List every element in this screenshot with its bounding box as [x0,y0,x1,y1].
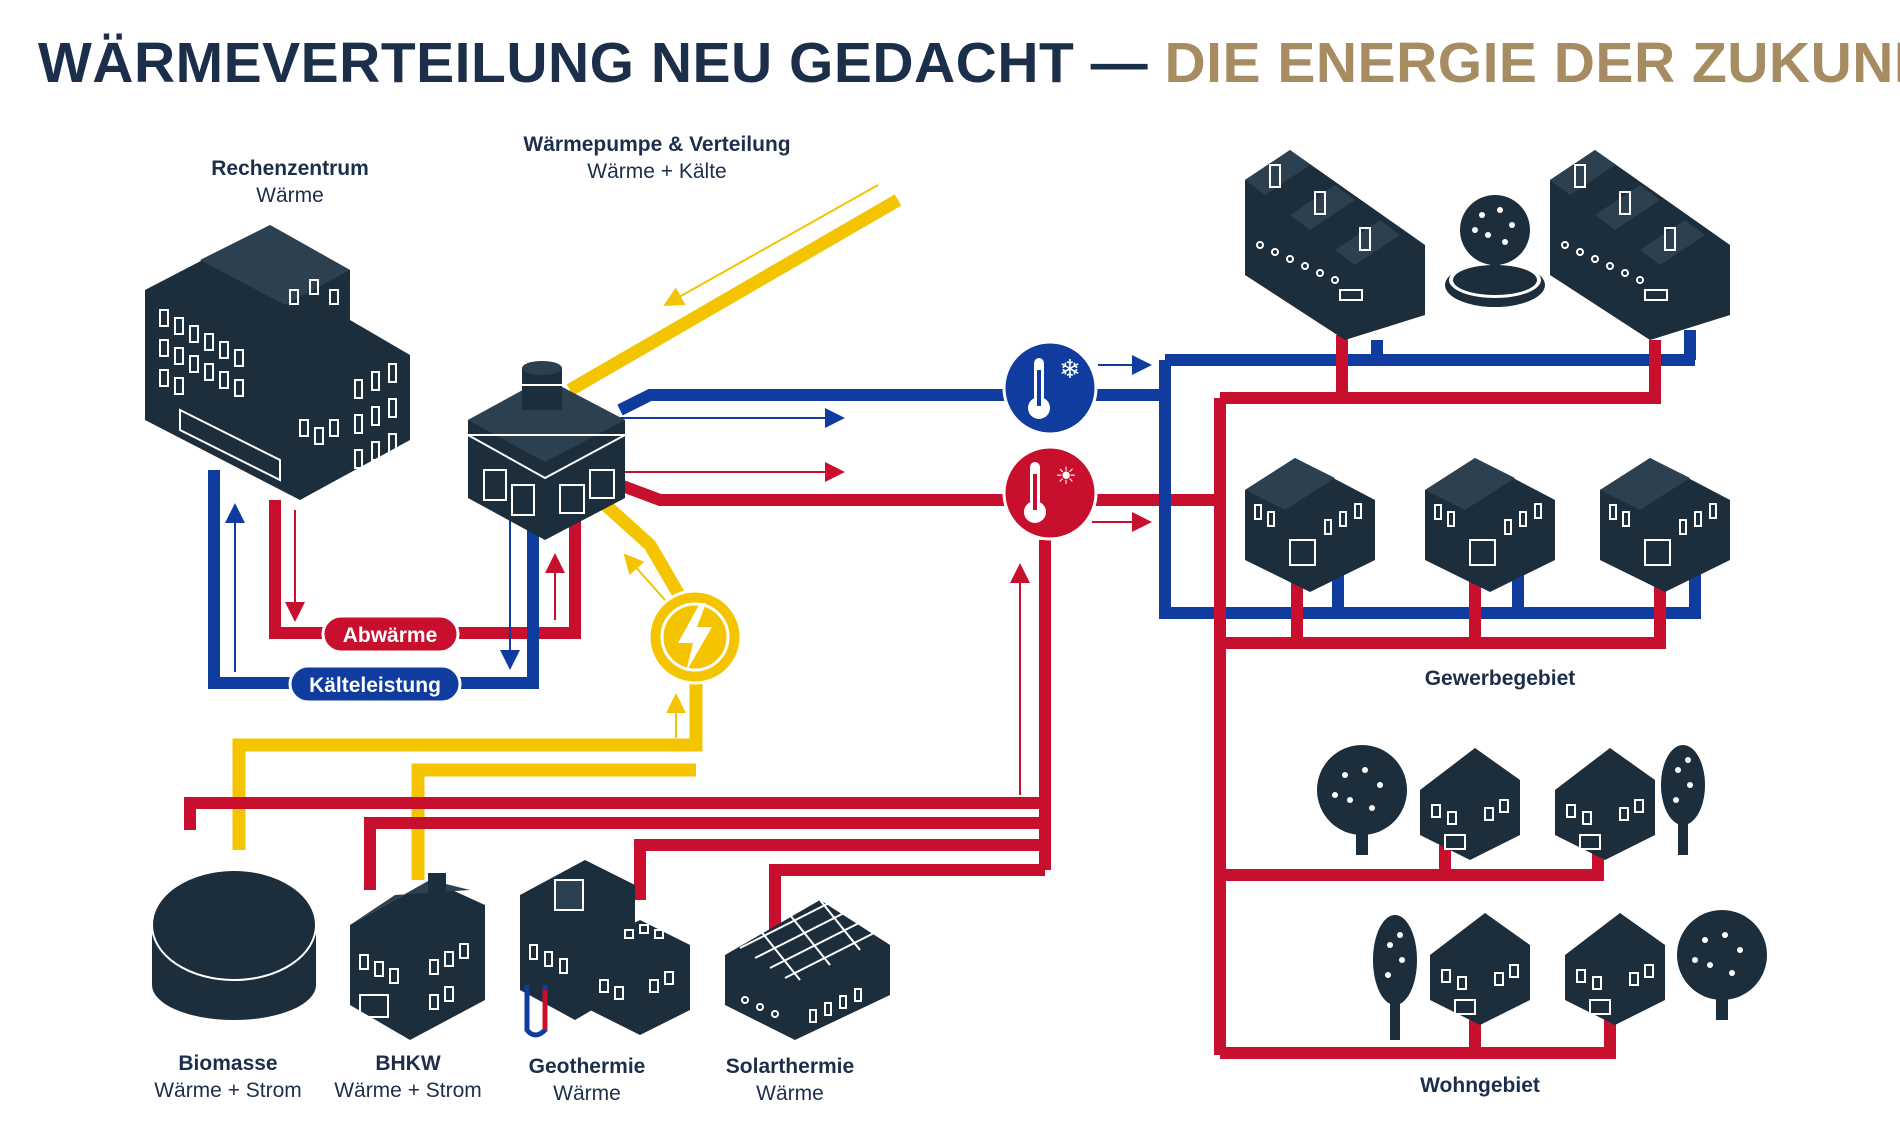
house-1 [1420,748,1520,860]
label-biomass: Biomasse Wärme + Strom [154,1052,302,1102]
cooling-label: Kälteleistung [309,674,441,697]
solarthermal-sub: Wärme [756,1082,824,1105]
commercial-area-label: Gewerbegebiet [1425,667,1576,690]
heatpump-building [464,361,626,540]
datacenter-name: Rechenzentrum [211,157,369,180]
label-heatpump: Wärmepumpe & Verteilung Wärme + Kälte [523,133,790,183]
cooling-pill: Kälteleistung [288,664,462,704]
house-3 [1430,913,1530,1025]
biomass-tank [151,869,317,1020]
red-heat-network [1220,340,1661,404]
geothermal-sub: Wärme [553,1082,621,1105]
label-geothermal: Geothermie Wärme [529,1055,646,1105]
bhkw-name: BHKW [375,1052,440,1075]
tree-4 [1677,910,1767,1020]
label-datacenter: Rechenzentrum Wärme [211,157,369,207]
house-2 [1555,748,1655,860]
bhkw-sub: Wärme + Strom [334,1079,482,1102]
datacenter-building [145,225,410,500]
thermometer-snowflake-icon: ❄ [1002,340,1098,436]
solarthermal-building [725,899,890,1040]
datacenter-sub: Wärme [256,184,324,207]
biomass-sub: Wärme + Strom [154,1079,302,1102]
fountain-tree [1445,195,1545,307]
yellow-bhkw-pipe [411,763,696,880]
factory-2 [1550,150,1730,340]
house-4 [1565,913,1665,1025]
red-biomass-pipe [184,797,1045,830]
office-building-3 [1600,458,1730,592]
residential-area-label: Wohngebiet [1420,1074,1540,1097]
red-geo-pipe [634,839,1045,900]
office-building-2 [1425,458,1555,592]
title-part1: WÄRMEVERTEILUNG NEU GEDACHT [38,31,1075,95]
red-solar-pipe [769,864,1045,930]
tree-3 [1373,915,1417,1040]
blue-cold-main [617,389,1010,416]
red-heat-main [617,479,1010,506]
heatpump-sub: Wärme + Kälte [587,160,726,183]
red-bhkw-pipe [364,817,1045,890]
title-dash: — [1090,31,1149,95]
waste-heat-pill: Abwärme [321,614,460,654]
svg-text:☀: ☀ [1055,462,1077,490]
solarthermal-name: Solarthermie [726,1055,854,1078]
lightning-bolt-icon [647,589,743,685]
yellow-supply-pipe [566,194,902,396]
geothermal-name: Geothermie [529,1055,646,1078]
biomass-name: Biomasse [178,1052,277,1075]
tree-1 [1317,745,1407,855]
bhkw-building [350,873,485,1040]
tree-2 [1661,745,1705,855]
label-solarthermal: Solarthermie Wärme [726,1055,854,1105]
factory-1 [1245,150,1425,340]
blue-cold-network [1159,360,1701,619]
flow-arrows [225,184,1152,795]
yellow-pump-link [595,495,688,604]
office-building-1 [1245,458,1375,592]
title-part2: DIE ENERGIE DER ZUKUNFT [1164,31,1900,95]
thermometer-sun-icon: ☀ [1002,445,1098,541]
heatpump-name: Wärmepumpe & Verteilung [523,133,790,156]
svg-text:❄: ❄ [1059,355,1081,385]
waste-heat-label: Abwärme [343,624,438,647]
geothermal-building [520,860,690,1038]
label-bhkw: BHKW Wärme + Strom [334,1052,482,1102]
page-title: WÄRMEVERTEILUNG NEU GEDACHT — DIE ENERGI… [38,30,1900,100]
